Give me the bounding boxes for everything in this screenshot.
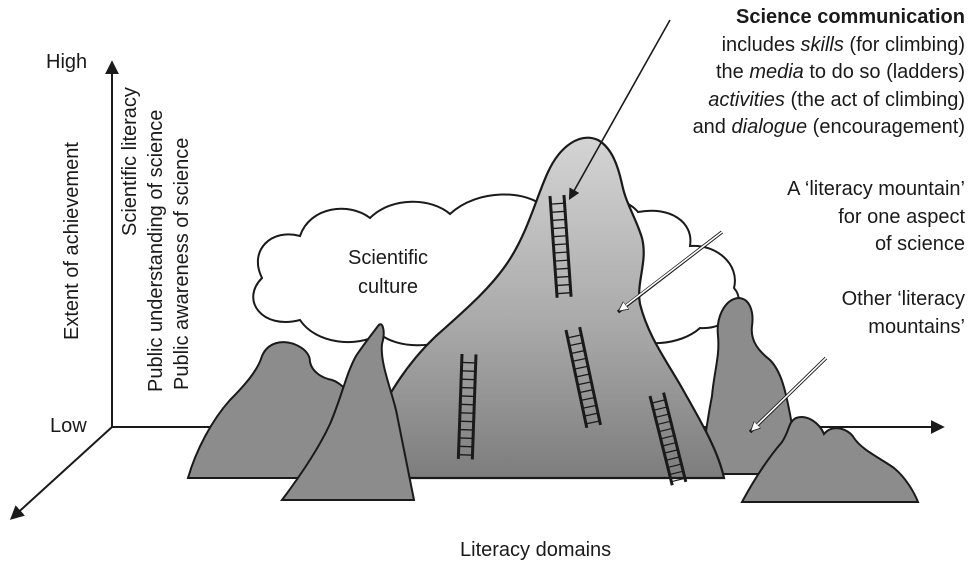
depth-axis — [9, 426, 113, 520]
science-communication-arrow — [568, 19, 671, 200]
axis-low-label: Low — [50, 415, 87, 437]
other-mountains-line-1: Other ‘literacy — [841, 288, 965, 310]
scientific-culture-label: Scientific culture — [328, 244, 448, 302]
cloud-line-1: Scientific — [347, 247, 429, 269]
sci-comm-line-1: includes skills (for climbing) — [721, 33, 965, 56]
literacy-mountain-arrow-inner — [620, 231, 723, 310]
sci-comm-line-2: the media to do so (ladders) — [715, 61, 965, 84]
other-mountains-line-2: mountains’ — [868, 315, 965, 338]
science-communication-label: Science communication includes skills (f… — [693, 4, 965, 142]
level-public-understanding: Public understanding of science — [145, 109, 167, 392]
literacy-mountain-label: A ‘literacy mountain’ for one aspect of … — [787, 176, 965, 259]
mountain-right-middle — [698, 296, 814, 475]
sci-comm-title: Science communication — [736, 6, 965, 28]
level-scientific-literacy: Scientific literacy — [119, 87, 141, 236]
axis-high-label: High — [46, 51, 88, 73]
mountain-right-front — [740, 416, 920, 503]
cloud-line-2: culture — [357, 276, 419, 298]
other-mountains-label: Other ‘literacy mountains’ — [842, 286, 965, 341]
literacy-mountain-line-3: of science — [874, 233, 965, 256]
level-public-awareness: Public awareness of science — [171, 137, 193, 390]
other-mountains-arrow-inner — [752, 357, 827, 430]
mountain-left-front — [280, 323, 416, 501]
main-literacy-mountain — [354, 136, 726, 480]
sci-comm-line-3: activities (the act of climbing) — [708, 88, 965, 111]
y-axis-title: Extent of achievement — [61, 142, 83, 340]
x-axis-title: Literacy domains — [460, 539, 612, 561]
sci-comm-line-4: and dialogue (encouragement) — [692, 116, 965, 139]
literacy-mountain-line-2: for one aspect — [838, 205, 965, 228]
literacy-mountain-line-1: A ‘literacy mountain’ — [787, 178, 965, 200]
